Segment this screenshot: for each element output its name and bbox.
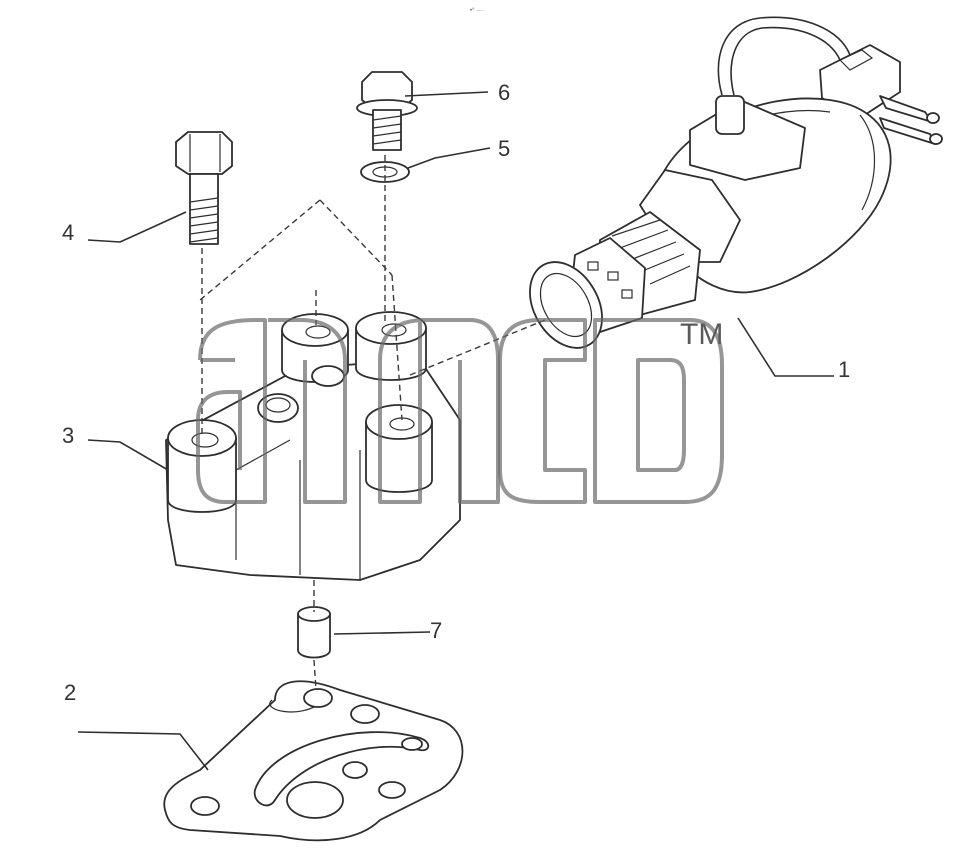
leader-lines xyxy=(77,91,834,771)
part-4-long-bolt xyxy=(175,131,233,245)
callout-6: 6 xyxy=(498,80,510,105)
part-2-gasket xyxy=(163,680,464,842)
callout-1: 1 xyxy=(838,357,850,382)
part-7-dowel-pin xyxy=(297,606,331,659)
callout-3: 3 xyxy=(62,423,74,448)
part-6-flanged-bolt xyxy=(356,71,418,151)
boss-front-right xyxy=(365,404,433,493)
callout-2: 2 xyxy=(64,680,76,705)
trademark-symbol: TM xyxy=(680,318,723,351)
part-1-solenoid-valve xyxy=(529,16,943,349)
header-mark: •° ···· xyxy=(470,8,484,14)
part-5-washer xyxy=(360,161,410,183)
callout-5: 5 xyxy=(498,136,510,161)
watermark-logo: TM xyxy=(196,318,724,504)
part-3-valve-block xyxy=(165,311,461,581)
callout-7: 7 xyxy=(430,618,442,643)
callout-4: 4 xyxy=(62,220,74,245)
